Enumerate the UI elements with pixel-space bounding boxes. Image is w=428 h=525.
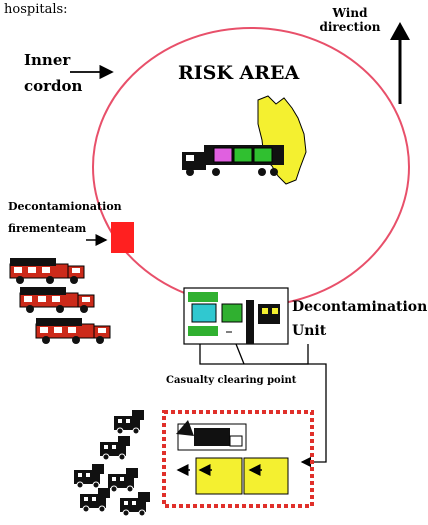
inner-cordon-label: Inner cordon [24,51,83,95]
decon-team-label: Decontamionation firementeam [8,200,122,235]
decontamination-unit-icon [183,287,289,345]
casualty-clearing-point-label: Casualty clearing point [166,375,297,386]
stretcher-icon [176,420,247,451]
wind-direction-label: Wind direction [319,6,381,34]
triage-tents [176,457,289,495]
tanker-truck-icon [182,145,284,176]
decon-team-marker [111,222,134,253]
hospitals-label: hospitals: [4,2,68,17]
wind-direction-arrow [390,22,410,104]
decon-unit-label: Decontamination Unit [292,299,428,339]
fire-trucks-group [9,257,111,345]
risk-area-title: RISK AREA [178,62,300,84]
ambulances-group [73,409,151,517]
clearing-zone-border [162,410,314,508]
